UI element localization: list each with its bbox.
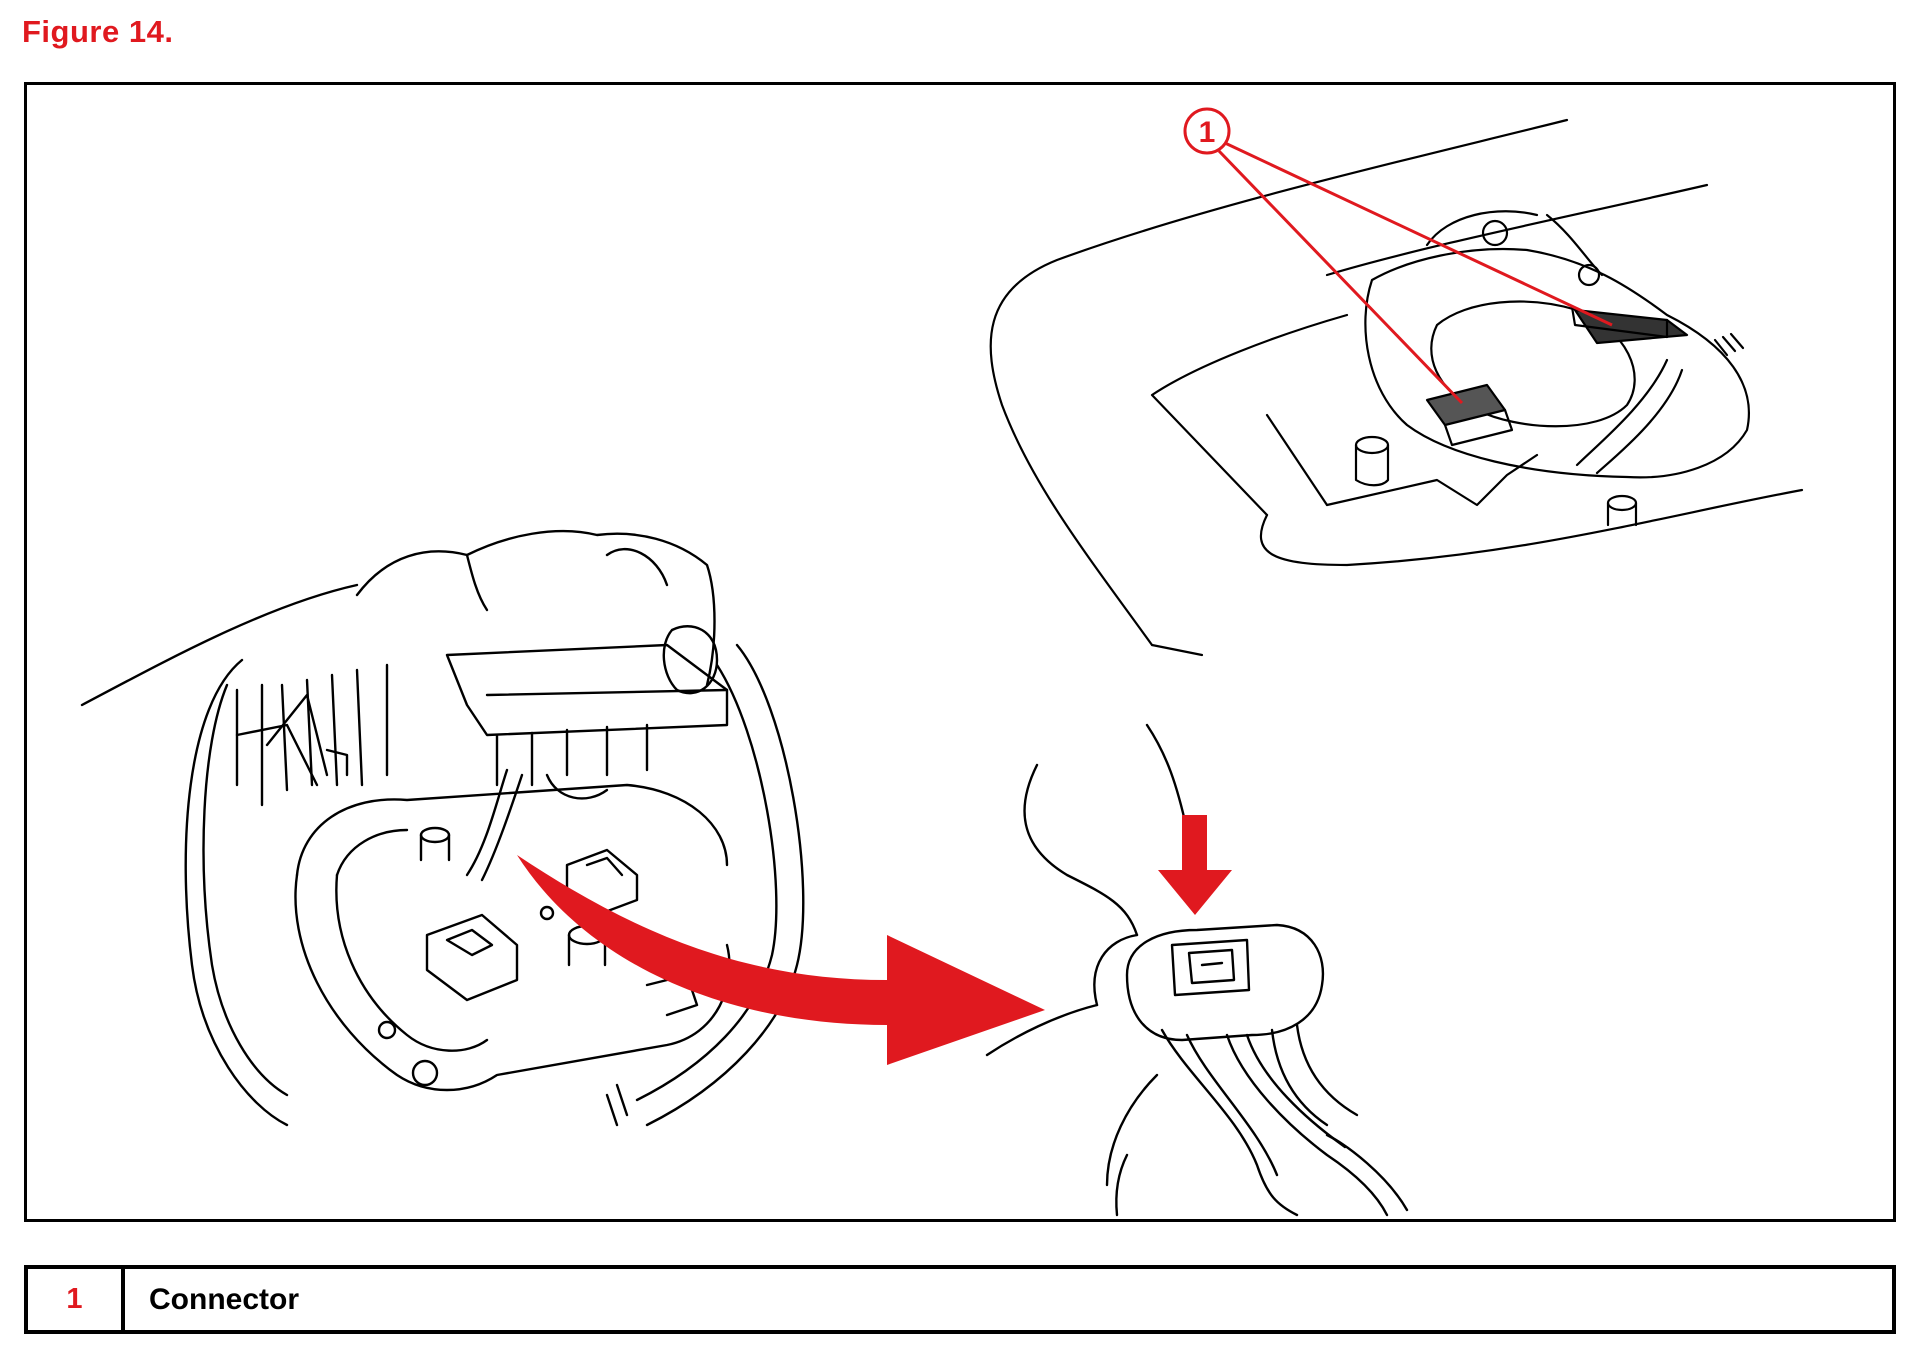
inset-housing-drawing [989, 118, 1804, 657]
connector-closeup-drawing [985, 723, 1409, 1217]
lamp-assembly-drawing [80, 529, 805, 1127]
legend-table: 1 Connector [24, 1265, 1896, 1334]
callout-1: 1 [1183, 107, 1613, 405]
figure-title: Figure 14. [22, 14, 174, 49]
figure-frame: 1 [24, 82, 1896, 1222]
legend-label: Connector [149, 1282, 299, 1316]
legend-number: 1 [28, 1269, 125, 1330]
callout-number: 1 [1199, 116, 1216, 149]
illustration: 1 [80, 107, 1804, 1217]
direction-arrow [517, 855, 1045, 1065]
down-arrow [1158, 815, 1232, 915]
